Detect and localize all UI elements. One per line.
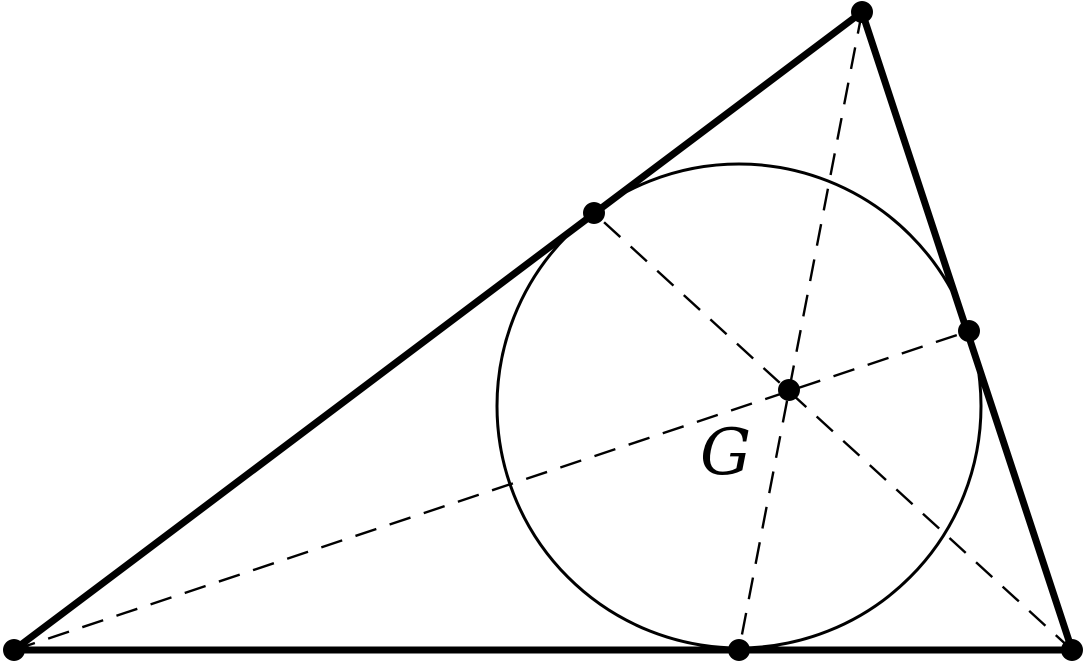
cevian-top-vertex-to-base-tangency: [737, 11, 864, 651]
tangency-point-base: [728, 639, 750, 661]
triangle-side-left: [10, 8, 866, 654]
tangency-point-right-side: [958, 320, 980, 342]
tangency-point-left-side: [583, 202, 605, 224]
vertex-left: [3, 639, 25, 661]
incircle: [495, 162, 983, 650]
cevian-left-vertex-to-right-side-tangency: [13, 329, 970, 652]
point-g-label: G: [700, 416, 751, 490]
vertex-right: [1061, 639, 1083, 661]
vertex-top: [851, 1, 873, 23]
point-g: [778, 379, 800, 401]
